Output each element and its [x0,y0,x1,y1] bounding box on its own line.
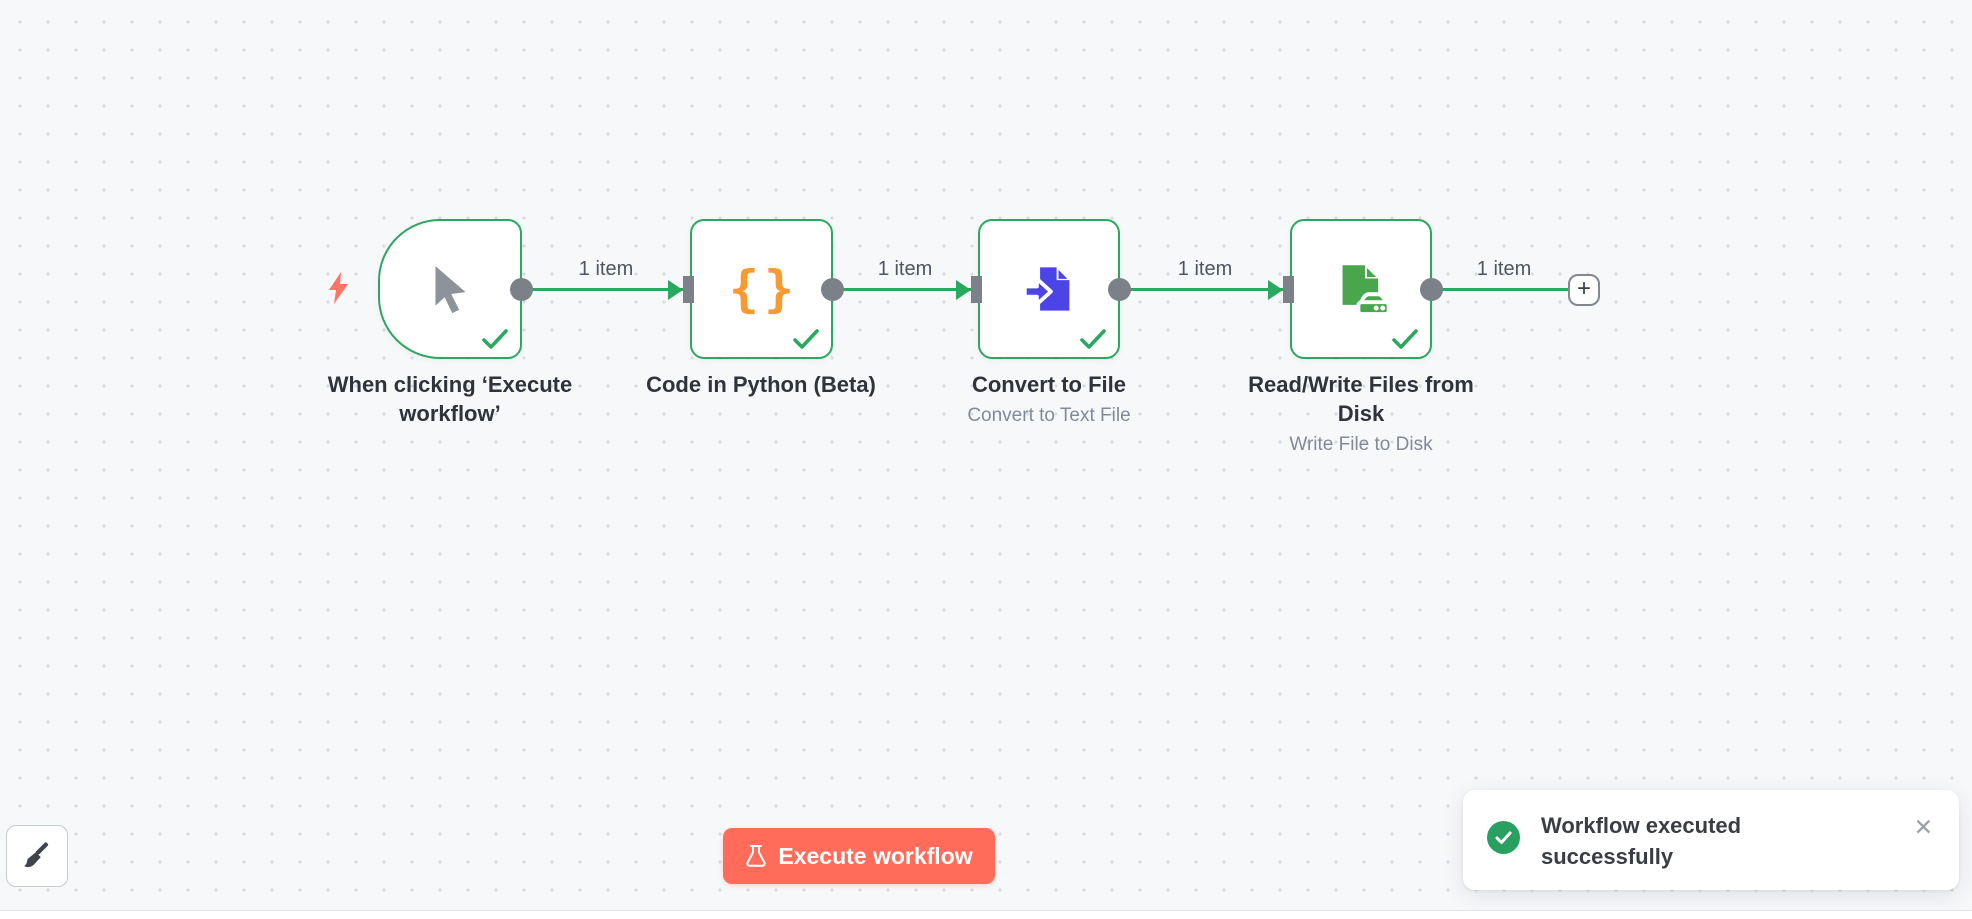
node-title: Code in Python (Beta) [646,372,876,397]
tidy-up-button[interactable] [6,825,68,887]
node-title: Convert to File [971,372,1126,397]
connection-wire[interactable] [1432,288,1568,291]
node-read-write-files[interactable] [1290,219,1432,359]
code-braces-icon: {} [728,260,800,318]
toast-message: Workflow executed successfully [1541,813,1742,869]
file-import-icon [1022,266,1071,311]
output-connector[interactable] [1108,278,1131,301]
success-check-icon [793,329,819,349]
plus-icon: + [1576,275,1591,302]
output-connector[interactable] [510,278,533,301]
toast-success-icon [1487,821,1520,854]
execute-workflow-button[interactable]: Execute workflow [723,828,995,884]
input-connector [683,276,694,303]
close-icon[interactable]: ✕ [1913,814,1933,840]
connection-items-count: 1 item [578,258,634,280]
output-connector[interactable] [821,278,844,301]
node-label: Convert to File Convert to Text File [899,370,1199,428]
execute-workflow-label: Execute workflow [778,842,973,869]
cursor-icon [435,266,466,314]
connection-wire[interactable] [522,288,684,291]
node-title: When clicking ‘Execute workflow’ [327,372,573,426]
node-convert-to-file[interactable] [978,219,1120,359]
connection-arrow-icon [1268,280,1283,300]
connection-items-count: 1 item [1476,258,1532,280]
input-connector [971,276,982,303]
node-manual-trigger[interactable] [378,219,522,359]
node-code-python[interactable]: {} [690,219,833,359]
flask-icon [746,845,766,867]
success-check-icon [482,329,508,349]
toast-notification: Workflow executed successfully ✕ [1463,790,1959,890]
input-connector [1283,276,1294,303]
output-connector[interactable] [1420,278,1443,301]
trigger-bolt-icon [329,272,348,304]
connection-arrow-icon [668,280,683,300]
connection-arrow-icon [956,280,971,300]
node-label: Read/Write Files from Disk Write File to… [1211,370,1511,457]
node-title: Read/Write Files from Disk [1248,372,1474,426]
connection-wire[interactable] [833,288,972,291]
add-node-button[interactable]: + [1568,274,1600,306]
node-label: Code in Python (Beta) [611,370,911,399]
success-check-icon [1392,329,1418,349]
node-subtitle: Write File to Disk [1289,434,1433,455]
connection-wire[interactable] [1120,288,1284,291]
node-subtitle: Convert to Text File [967,405,1131,426]
connection-items-count: 1 item [1177,258,1233,280]
file-disk-icon [1342,263,1390,317]
connection-items-count: 1 item [877,258,933,280]
success-check-icon [1080,329,1106,349]
canvas-bottom-edge [0,910,1972,919]
node-label: When clicking ‘Execute workflow’ [300,370,600,428]
broom-icon [24,842,49,868]
